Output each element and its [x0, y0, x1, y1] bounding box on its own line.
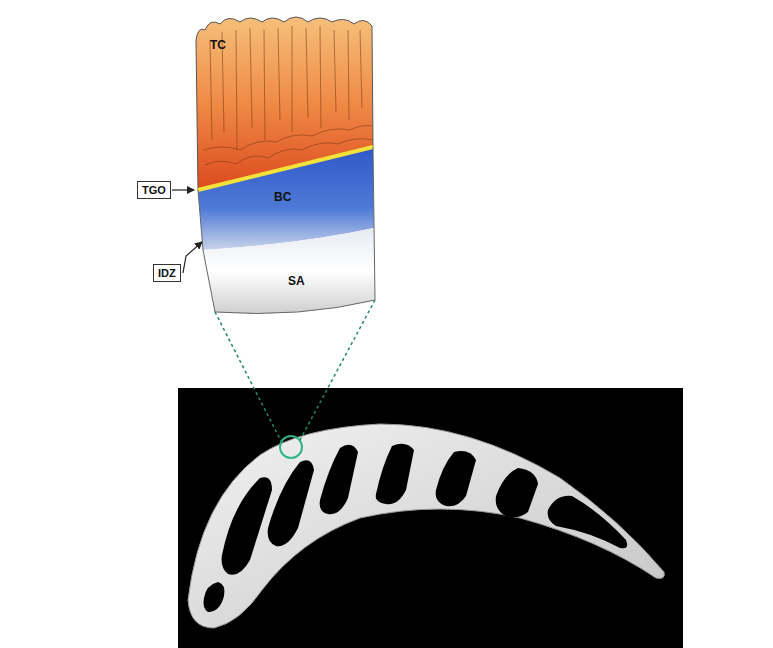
tgo-layer [198, 147, 373, 190]
zoom-line [300, 300, 375, 440]
layer-label: BC [274, 190, 291, 204]
columnar-grains [203, 26, 372, 165]
coating-stack [196, 17, 375, 314]
label-box: TGO [137, 181, 171, 199]
idz-leader [183, 242, 202, 273]
tgo-leader [172, 189, 194, 190]
layer-band: TC [200, 28, 372, 146]
layer-band: SA [210, 250, 374, 310]
cooling-holes [204, 444, 628, 612]
label-text: IDZ [158, 267, 176, 279]
zoom-circle [280, 436, 302, 458]
substrate [203, 228, 375, 314]
zoom-line [215, 312, 282, 443]
blade-panel [178, 388, 683, 648]
layer-band: BC [202, 170, 374, 240]
turbine-blade [188, 424, 664, 628]
label-box: IDZ [153, 264, 181, 282]
layer-label: TC [210, 38, 226, 52]
stack-outline [198, 147, 375, 314]
label-text: TGO [142, 184, 166, 196]
layer-label: SA [288, 274, 305, 288]
